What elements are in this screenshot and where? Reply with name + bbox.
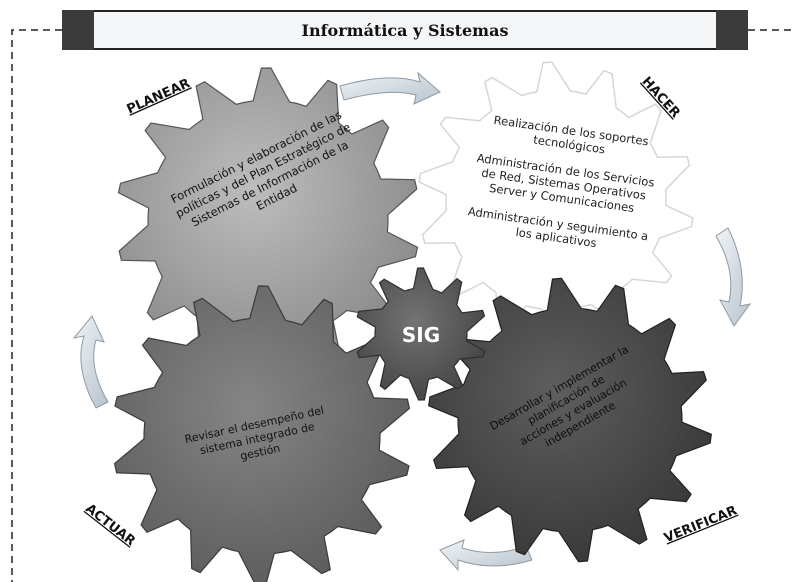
- arrow-check-to-act: [439, 539, 533, 572]
- arrow-plan-to-do: [339, 71, 441, 105]
- center-label: SIG: [402, 323, 440, 347]
- gear-center: [356, 267, 486, 401]
- title-body: Informática y Sistemas: [94, 10, 716, 50]
- title-cap-left: [62, 10, 94, 50]
- title-banner: Informática y Sistemas: [62, 10, 748, 50]
- frame-dashed-line-left: [11, 29, 62, 582]
- gear-act: [113, 285, 411, 582]
- gear-check: [428, 277, 712, 563]
- label-check: VERIFICAR: [662, 503, 739, 546]
- title-cap-right: [716, 10, 748, 50]
- arrow-do-to-check: [715, 227, 752, 327]
- page-title: Informática y Sistemas: [301, 20, 509, 40]
- arrow-act-to-plan: [72, 315, 109, 409]
- label-plan: PLANEAR: [125, 76, 193, 117]
- label-act: ACTUAR: [82, 501, 137, 549]
